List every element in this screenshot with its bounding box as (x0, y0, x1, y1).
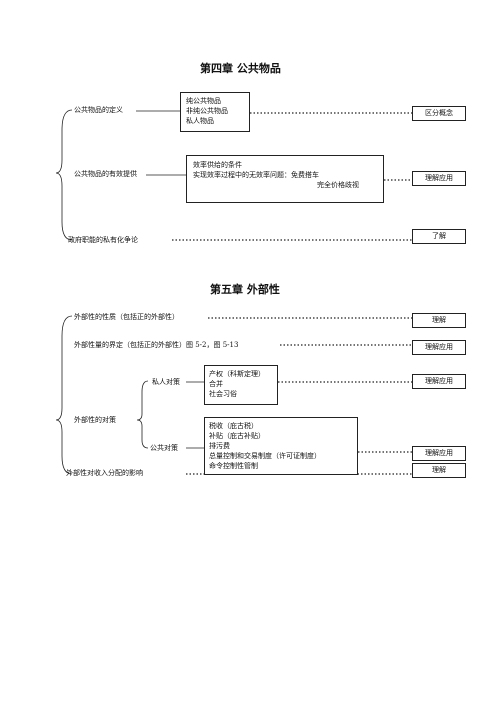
ch4-provision-item: 完全价格歧视 (317, 181, 359, 189)
ch5-tag-nature: 理解 (412, 313, 466, 328)
ch5-sub-brace (136, 380, 149, 449)
ch5-public-box: 税收（庇古税） 补贴（庇古补贴） 排污费 总量控制和交易制度（许可证制度） 命令… (204, 417, 358, 475)
ch5-private-item: 产权（科斯定理） (209, 370, 265, 378)
ch5-branch-policy-label: 外部性的对策 (74, 416, 116, 424)
ch5-tag-public: 理解应用 (412, 446, 466, 461)
ch4-branch-privatization-label: 政府职能的私有化争论 (68, 236, 138, 244)
ch5-brace (55, 315, 73, 475)
ch5-branch-income-label: 外部性对收入分配的影响 (66, 469, 143, 477)
ch5-public-item: 补贴（庇古补贴） (209, 432, 265, 440)
ch5-public-item: 命令控制性管制 (209, 462, 258, 470)
ch4-definition-item: 纯公共物品 (186, 97, 221, 105)
ch5-branch-measure-label: 外部性量的界定（包括正的外部性）图 5-2，图 5-13 (74, 341, 239, 349)
ch4-branch-provision-label: 公共物品的有效提供 (74, 170, 137, 178)
ch5-tag-income: 理解 (412, 463, 466, 478)
ch4-provision-box: 效率供给的条件 实现效率过程中的无效率问题：免费搭车 完全价格歧视 (186, 155, 384, 203)
ch4-definition-item: 非纯公共物品 (186, 107, 228, 115)
ch5-private-item: 社会习俗 (209, 390, 237, 398)
ch4-provision-item: 实现效率过程中的无效率问题：免费搭车 (193, 171, 319, 179)
ch4-tag-understand: 了解 (412, 229, 466, 244)
ch5-private-policy-label: 私人对策 (152, 378, 180, 386)
ch5-public-item: 税收（庇古税） (209, 422, 258, 430)
ch5-private-box: 产权（科斯定理） 合并 社会习俗 (204, 365, 278, 405)
ch4-definition-item: 私人物品 (186, 117, 214, 125)
ch5-public-item: 总量控制和交易制度（许可证制度） (209, 452, 321, 460)
ch5-public-item: 排污费 (209, 442, 230, 450)
ch4-provision-item: 效率供给的条件 (193, 161, 242, 169)
ch4-definition-box: 纯公共物品 非纯公共物品 私人物品 (180, 92, 250, 132)
ch4-tag-apply: 理解应用 (412, 171, 466, 186)
chapter4-title: 第四章 公共物品 (200, 62, 281, 75)
chapter5-title: 第五章 外部性 (210, 283, 280, 296)
ch5-tag-measure: 理解应用 (412, 340, 466, 355)
ch4-branch-definition-label: 公共物品的定义 (74, 106, 123, 114)
ch4-brace (55, 109, 73, 241)
ch4-tag-concept: 区分概念 (412, 106, 466, 121)
ch5-tag-private: 理解应用 (412, 374, 466, 389)
ch5-public-policy-label: 公共对策 (150, 444, 178, 452)
ch5-branch-nature-label: 外部性的性质（包括正的外部性） (74, 313, 179, 321)
ch5-private-item: 合并 (209, 380, 223, 388)
